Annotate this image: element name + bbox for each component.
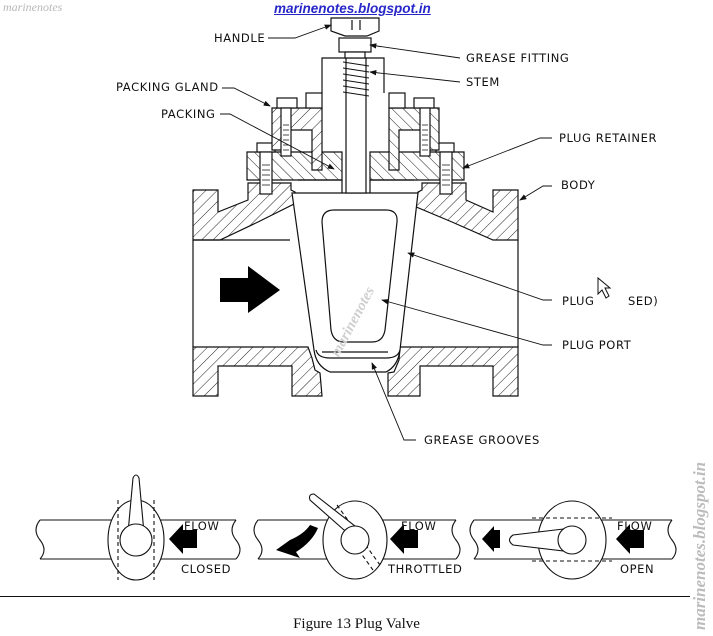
flow-arrow-icon (616, 524, 644, 554)
state-label-closed: CLOSED (181, 562, 231, 576)
position-throttled (253, 493, 461, 580)
label-stem: STEM (466, 75, 500, 89)
stem (321, 17, 385, 194)
label-grease-fitting: GREASE FITTING (466, 51, 569, 65)
flow-arrow-icon (169, 524, 197, 554)
label-plug-port: PLUG PORT (562, 338, 632, 352)
flow-label-open: FLOW (617, 519, 652, 533)
bolt-threads (262, 124, 450, 186)
plug (291, 192, 419, 373)
packing-gland (271, 92, 440, 171)
label-packing-gland: PACKING GLAND (116, 80, 219, 94)
state-label-open: OPEN (620, 562, 654, 576)
label-body: BODY (561, 178, 596, 192)
site-link[interactable]: marinenotes.blogspot.in (274, 1, 431, 16)
label-packing: PACKING (161, 107, 216, 121)
throttled-flow-arrow-icon (276, 525, 318, 558)
label-plug-suffix: SED) (628, 294, 658, 308)
figure-caption: Figure 13 Plug Valve (293, 616, 420, 632)
mouse-cursor-icon (597, 276, 612, 299)
flow-arrow-icon (390, 524, 418, 554)
flow-label-throttled: FLOW (401, 519, 436, 533)
leader-lines (220, 24, 552, 441)
position-closed (35, 474, 241, 581)
label-grease-grooves: GREASE GROOVES (424, 433, 540, 447)
flow-arrow-icon (220, 266, 280, 313)
side-watermark: marinenotes.blogspot.in (690, 461, 709, 630)
valve-body (192, 182, 519, 397)
flow-label-closed: FLOW (184, 519, 219, 533)
label-plug-retainer: PLUG RETAINER (559, 131, 657, 145)
position-open (469, 500, 677, 580)
watermark-top-left: marinenotes (3, 0, 63, 14)
divider-rule (0, 596, 690, 597)
label-handle: HANDLE (214, 31, 265, 45)
label-plug: PLUG (562, 294, 595, 308)
state-label-throttled: THROTTLED (387, 562, 463, 576)
open-flow-arrow-icon (482, 526, 500, 552)
